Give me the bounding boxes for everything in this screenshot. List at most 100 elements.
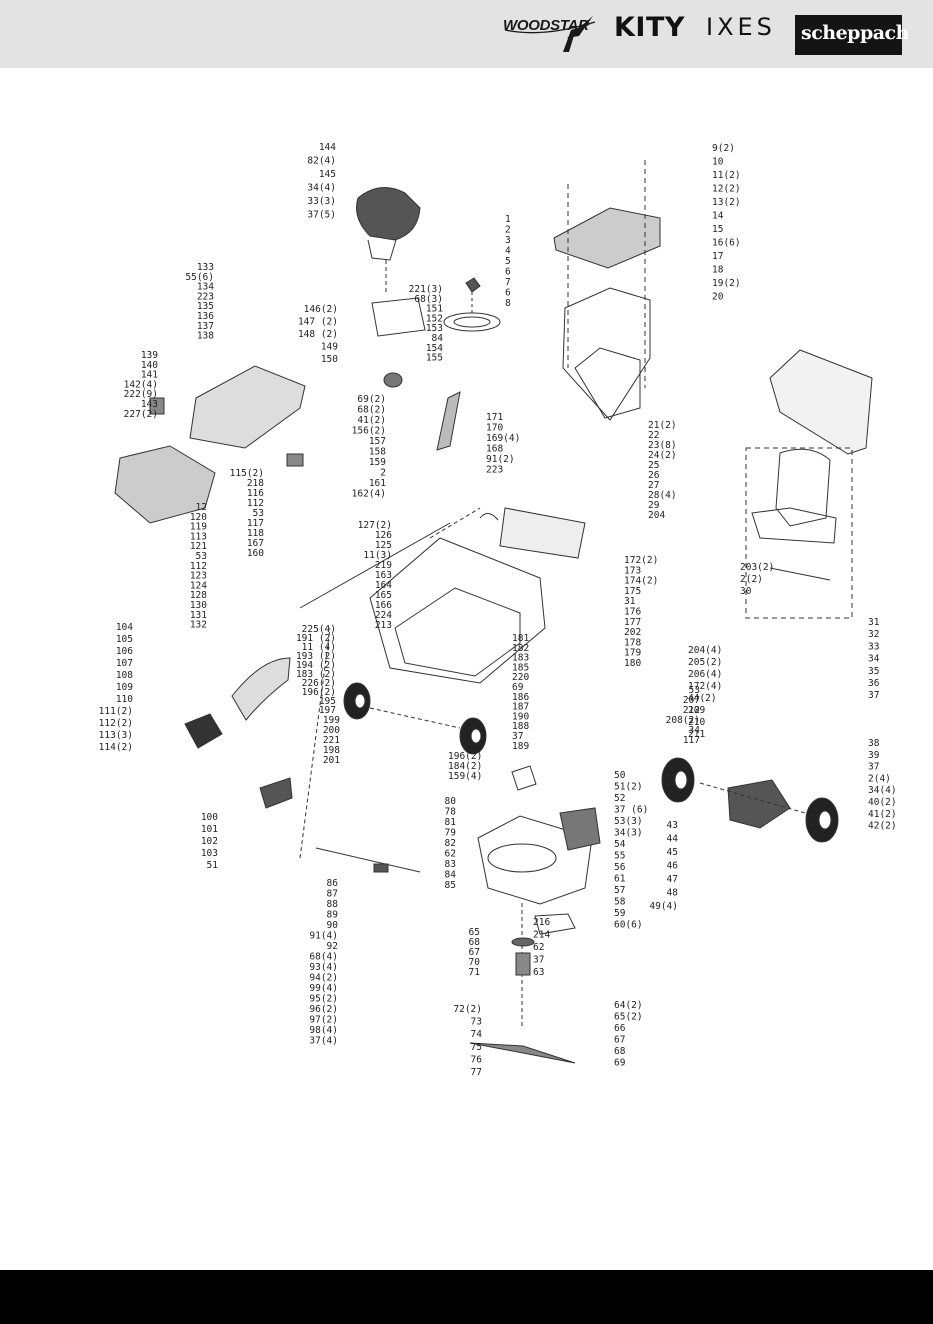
- part-label: 1: [505, 214, 511, 225]
- part-label: 6: [505, 288, 511, 299]
- part-label: 169(4): [486, 433, 520, 444]
- part-label: 77: [471, 1067, 482, 1078]
- part-label: 208(2): [666, 715, 700, 726]
- part-label: 199: [323, 715, 340, 726]
- part-label: 205(2): [688, 657, 722, 668]
- part-label: 12: [196, 502, 207, 513]
- part-label: 76: [471, 1054, 483, 1065]
- part-label: 135: [197, 301, 214, 312]
- front-wheels-drawing: [343, 682, 487, 755]
- part-label: 160: [247, 548, 264, 559]
- part-label: 158: [369, 447, 386, 458]
- part-label: 4: [505, 246, 511, 257]
- part-label: 207: [683, 695, 700, 706]
- part-label: 68(2): [357, 405, 386, 416]
- part-label: 37: [512, 731, 523, 742]
- part-label: 50: [614, 770, 626, 781]
- part-label: 92: [327, 941, 338, 952]
- part-label: 125: [375, 540, 392, 551]
- star-icon: [504, 16, 596, 52]
- part-label: 61: [614, 874, 626, 885]
- part-label: 193 (2): [296, 651, 336, 662]
- part-label: 106: [116, 646, 133, 657]
- part-label: 91(2): [486, 454, 515, 465]
- part-label: 188: [512, 721, 529, 732]
- part-label: 213: [375, 620, 392, 631]
- part-label: 46: [667, 861, 679, 872]
- discharge-chute-drawing: [184, 657, 293, 809]
- part-label: 2(4): [868, 773, 891, 784]
- part-label: 44: [667, 834, 679, 845]
- part-label: 177: [624, 617, 641, 628]
- part-label: 204: [648, 510, 665, 521]
- scheppach-logo: scheppach: [795, 15, 909, 55]
- part-label: 221: [323, 735, 340, 746]
- part-label: 34(4): [307, 183, 336, 194]
- pulley-drawing: [383, 372, 403, 388]
- part-label: 67: [469, 947, 480, 958]
- part-label: 144: [319, 142, 336, 153]
- part-label: 14: [712, 211, 724, 222]
- part-label: 214: [533, 930, 550, 941]
- part-label: 182: [512, 643, 529, 654]
- part-label: 97(2): [309, 1015, 338, 1026]
- part-label: 3: [505, 235, 511, 246]
- part-label: 136: [197, 311, 214, 322]
- part-label: 20: [712, 292, 724, 303]
- part-label: 184(2): [448, 761, 482, 772]
- part-label: 101: [201, 824, 218, 835]
- part-label: 145: [319, 169, 336, 180]
- part-label: 68(4): [309, 952, 338, 963]
- hood-drawing: [114, 365, 306, 524]
- part-label: 178: [624, 637, 641, 648]
- part-label: 41(2): [868, 809, 897, 820]
- part-label: 44(2): [688, 693, 717, 704]
- part-label: 147 (2): [298, 317, 338, 328]
- part-label: 40(2): [868, 797, 897, 808]
- part-label: 159: [369, 457, 386, 468]
- part-label: 126: [375, 530, 392, 541]
- part-label: 119: [190, 522, 207, 533]
- part-label: 37: [868, 762, 879, 773]
- part-label: 63: [533, 967, 544, 978]
- part-label: 196(2): [448, 751, 482, 762]
- part-label: 170: [486, 423, 503, 434]
- part-label: 222(9): [124, 389, 158, 400]
- part-label: 45: [667, 847, 678, 858]
- part-label: 196(2): [302, 687, 336, 698]
- engine-plate-drawing: [371, 297, 426, 337]
- part-label: 105: [116, 634, 133, 645]
- part-label: 66: [614, 1023, 626, 1034]
- part-label: 197: [319, 705, 336, 716]
- part-label: 172(4): [688, 681, 722, 692]
- part-label: 183: [512, 653, 529, 664]
- part-label: 75: [471, 1042, 482, 1053]
- part-label: 65(2): [614, 1012, 643, 1023]
- part-label: 64(2): [614, 1000, 643, 1011]
- part-label: 157: [369, 436, 386, 447]
- part-label: 138: [197, 331, 214, 342]
- part-label: 224: [375, 610, 392, 621]
- rear-wheels-drawing: [661, 757, 839, 843]
- part-label: 131: [190, 610, 207, 621]
- part-label: 69: [512, 682, 524, 693]
- part-label: 52: [614, 793, 625, 804]
- part-label: 111(2): [99, 706, 133, 717]
- part-label: 83: [445, 859, 456, 870]
- part-label: 53: [689, 685, 700, 696]
- part-label: 18: [712, 265, 724, 276]
- part-label: 11(2): [712, 170, 741, 181]
- part-label: 10: [712, 157, 724, 168]
- part-label: 51: [207, 860, 219, 871]
- part-label: 219: [375, 560, 392, 571]
- part-label: 118: [247, 528, 264, 539]
- part-label: 165: [375, 590, 392, 601]
- part-label: 127(2): [358, 520, 392, 531]
- part-label: 108: [116, 670, 133, 681]
- part-label: 146(2): [304, 304, 338, 315]
- part-label: 206(4): [688, 669, 722, 680]
- part-label: 86: [327, 878, 339, 889]
- blade-assembly-drawing: [469, 913, 576, 1064]
- part-label: 37: [533, 955, 544, 966]
- part-label: 78: [445, 807, 457, 818]
